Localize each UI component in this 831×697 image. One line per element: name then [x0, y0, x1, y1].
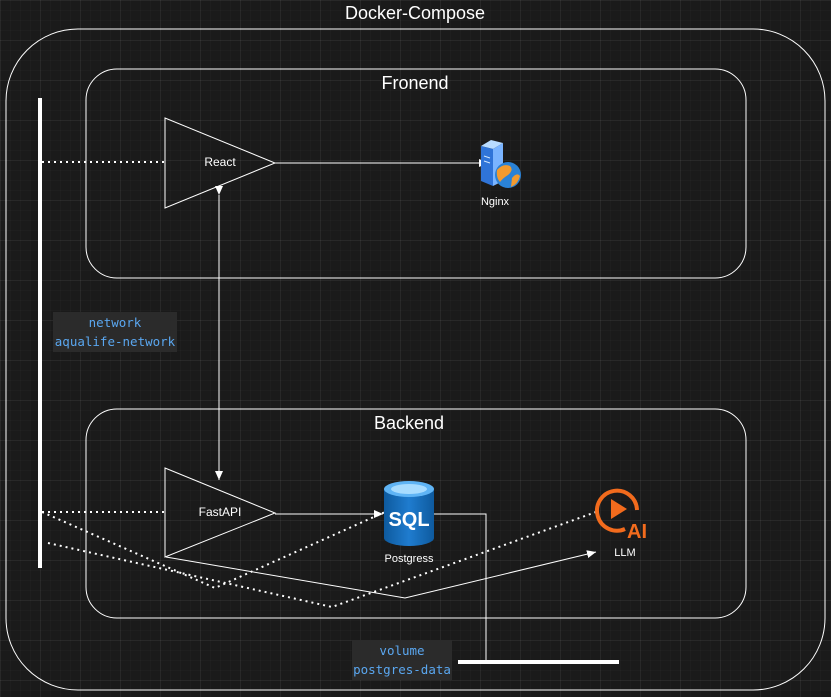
react-label: React	[204, 155, 236, 169]
sql-icon-text: SQL	[388, 509, 429, 531]
postgres-label: Postgress	[384, 553, 434, 565]
fastapi-to-llm-arrow	[165, 550, 597, 599]
backend-container	[85, 408, 747, 619]
volume-label-line1: volume	[379, 643, 425, 658]
llm-label: LLM	[614, 547, 636, 559]
backend-title: Backend	[373, 413, 445, 433]
llm-network-link	[47, 511, 597, 609]
network-label-line2: aqualife-network	[54, 334, 176, 349]
volume-label-line2: postgres-data	[353, 662, 451, 677]
postgres-to-volume-link	[434, 513, 487, 662]
docker-compose-title: Docker-Compose	[344, 3, 486, 23]
network-label-line1: network	[88, 315, 142, 330]
frontend-title: Fronend	[381, 73, 449, 93]
ai-icon-text: AI	[627, 521, 647, 543]
nginx-server-icon[interactable]	[481, 140, 521, 188]
fastapi-label: FastAPI	[198, 505, 242, 519]
nginx-label: Nginx	[480, 196, 510, 208]
postgres-network-link	[41, 511, 386, 590]
network-label: network aqualife-network	[53, 312, 177, 352]
docker-compose-container	[5, 28, 826, 691]
fastapi-node[interactable]	[164, 467, 277, 558]
ai-play-icon[interactable]: AI	[595, 488, 647, 543]
react-node[interactable]	[164, 117, 277, 209]
volume-label: volume postgres-data	[352, 640, 452, 680]
frontend-container	[85, 68, 747, 279]
sql-database-icon[interactable]: SQL	[384, 481, 434, 546]
